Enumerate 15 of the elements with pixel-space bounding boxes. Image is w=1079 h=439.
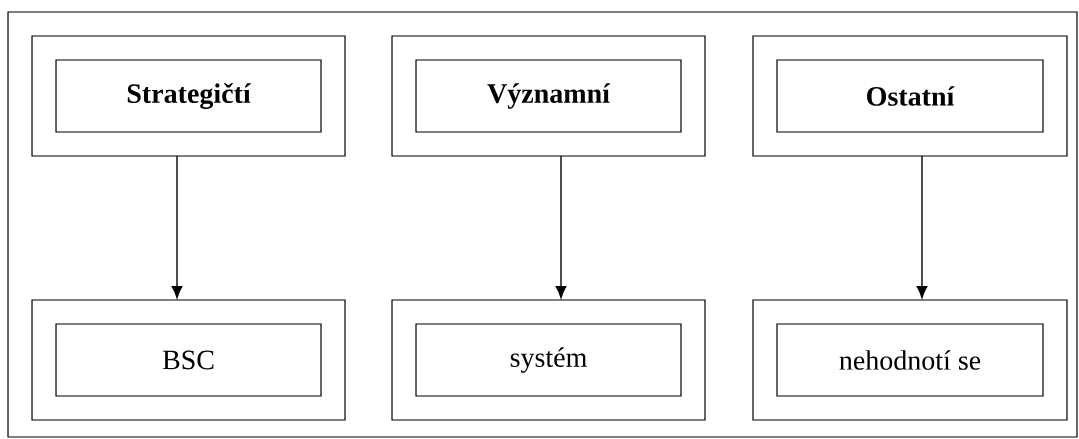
category-box: Významní xyxy=(415,59,682,133)
outer-box xyxy=(752,299,1068,421)
outer-box xyxy=(391,299,706,421)
arrow xyxy=(916,155,928,299)
result-box: systém xyxy=(415,323,682,397)
result-box: nehodnotí se xyxy=(776,323,1044,397)
category-box: Ostatní xyxy=(776,59,1044,133)
result-box: BSC xyxy=(55,323,322,397)
arrow xyxy=(555,155,567,299)
outer-box xyxy=(391,35,706,157)
outer-box xyxy=(31,35,346,157)
arrow xyxy=(171,155,183,299)
outer-box xyxy=(752,35,1068,157)
outer-box xyxy=(31,299,346,421)
category-box: Strategičtí xyxy=(55,59,322,133)
